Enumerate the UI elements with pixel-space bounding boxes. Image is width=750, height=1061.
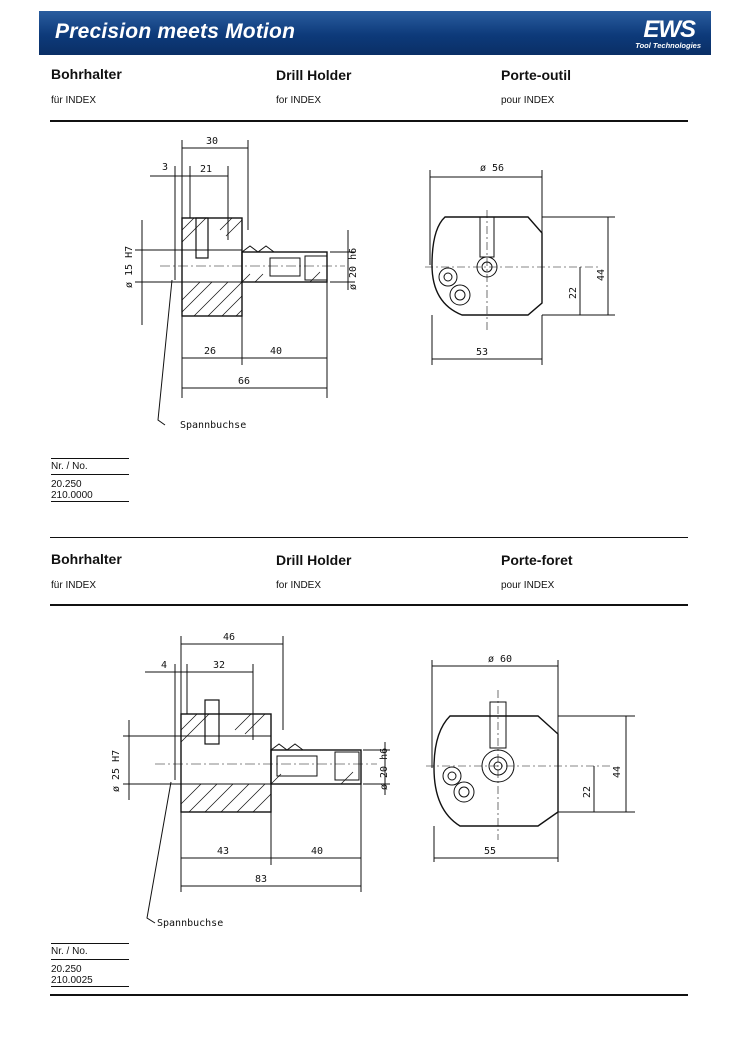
heading-de: Bohrhalter xyxy=(51,551,122,567)
section-divider xyxy=(50,604,688,606)
dim-front-width: ø 56 xyxy=(480,163,504,174)
dim-overall-top: 30 xyxy=(206,136,218,147)
sub-fr: pour INDEX xyxy=(501,95,555,106)
heading-de: Bohrhalter xyxy=(51,66,122,82)
table-top-rule xyxy=(51,943,129,944)
callout-label: Spannbuchse xyxy=(157,918,223,929)
table-bottom-rule xyxy=(51,986,129,987)
dim-front-bottom: 55 xyxy=(484,846,496,857)
front-view-drawing: ø 56 44 22 53 xyxy=(425,163,615,365)
table-top-rule xyxy=(51,458,129,459)
heading-en: Drill Holder xyxy=(276,67,352,83)
dim-left-small: 3 xyxy=(162,162,168,173)
dim-front-center: 22 xyxy=(568,287,579,299)
sub-en: for INDEX xyxy=(276,95,322,106)
dim-inner: 21 xyxy=(200,164,212,175)
dim-front-height: 44 xyxy=(596,269,607,281)
side-view-drawing: 46 4 32 ø 25 H7 ø 20 h6 43 40 83 Spannbu… xyxy=(111,632,390,929)
article-number-table: Nr. / No. 20.250 210.0000 xyxy=(51,458,131,502)
dim-left-small: 4 xyxy=(161,660,167,671)
ews-logo: EWS Tool Technologies xyxy=(611,16,701,50)
section-divider xyxy=(50,994,688,996)
logo-tagline: Tool Technologies xyxy=(635,41,701,50)
dim-shank: ø 20 h6 xyxy=(348,248,359,290)
table-header-rule xyxy=(51,959,129,960)
table-bottom-rule xyxy=(51,501,129,502)
dim-bottom-a: 43 xyxy=(217,846,229,857)
table-header: Nr. / No. xyxy=(51,461,88,472)
dim-inner: 32 xyxy=(213,660,225,671)
sub-de: für INDEX xyxy=(51,580,97,591)
table-row: 210.0025 xyxy=(51,975,93,986)
header-banner: Precision meets Motion EWS Tool Technolo… xyxy=(39,11,711,55)
sub-de: für INDEX xyxy=(51,95,97,106)
section-divider xyxy=(50,537,688,538)
article-number-table: Nr. / No. 20.250 210.0025 xyxy=(51,943,131,987)
dim-front-bottom: 53 xyxy=(476,347,488,358)
table-row: 210.0000 xyxy=(51,490,93,501)
dim-bore: ø 25 H7 xyxy=(111,750,122,792)
dim-bottom-a: 26 xyxy=(204,346,216,357)
table-header-rule xyxy=(51,474,129,475)
dim-overall-top: 46 xyxy=(223,632,235,643)
dim-shank: ø 20 h6 xyxy=(379,748,390,790)
dim-front-width: ø 60 xyxy=(488,654,512,665)
front-view-drawing: ø 60 44 22 55 xyxy=(426,654,635,862)
sub-fr: pour INDEX xyxy=(501,580,555,591)
table-row: 20.250 xyxy=(51,479,82,490)
heading-fr: Porte-outil xyxy=(501,67,571,83)
dim-bottom-b: 40 xyxy=(311,846,323,857)
dim-total: 66 xyxy=(238,376,250,387)
dim-total: 83 xyxy=(255,874,267,885)
dim-bore: ø 15 H7 xyxy=(124,246,135,288)
dim-front-center: 22 xyxy=(582,786,593,798)
side-view-drawing: 30 3 21 ø 15 H7 ø 20 h6 26 40 66 Spannbu… xyxy=(124,136,359,431)
table-row: 20.250 xyxy=(51,964,82,975)
sub-en: for INDEX xyxy=(276,580,322,591)
logo-wordmark: EWS xyxy=(643,16,696,43)
section-divider xyxy=(50,120,688,122)
dim-front-height: 44 xyxy=(612,766,623,778)
table-header: Nr. / No. xyxy=(51,946,88,957)
banner-title: Precision meets Motion xyxy=(55,20,296,43)
callout-label: Spannbuchse xyxy=(180,420,246,431)
heading-fr: Porte-foret xyxy=(501,552,573,568)
heading-en: Drill Holder xyxy=(276,552,352,568)
dim-bottom-b: 40 xyxy=(270,346,282,357)
